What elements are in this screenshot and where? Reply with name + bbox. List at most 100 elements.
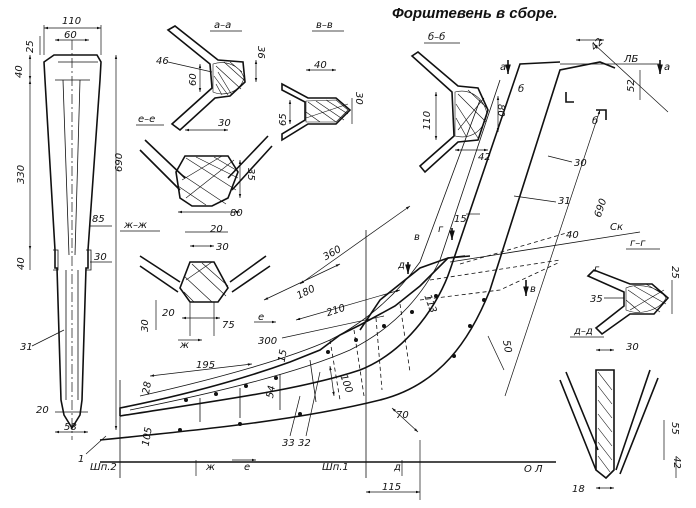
section-d-d: д–д 30 55 42 18 bbox=[559, 326, 682, 495]
marker-d-side: д bbox=[397, 260, 405, 271]
section-label-a-a: а–а bbox=[214, 20, 231, 31]
dim-42-bb: 42 bbox=[478, 152, 491, 163]
side-view: О Л Шп.2 Шп.1 б bbox=[78, 36, 670, 500]
dim-28: 28 bbox=[141, 381, 154, 395]
marker-g-side: г bbox=[438, 224, 444, 235]
dim-80-bb: 80 bbox=[495, 104, 506, 117]
dim-18: 18 bbox=[572, 484, 585, 495]
label-31-front: 31 bbox=[20, 342, 33, 353]
dim-80-ee: 80 bbox=[230, 208, 243, 219]
label-shp2: Шп.2 bbox=[90, 462, 117, 473]
section-zh-zh: ж–ж 20 30 30 20 75 ж bbox=[120, 220, 271, 351]
section-e-e-hatch bbox=[177, 155, 239, 206]
section-d-d-flanks bbox=[559, 369, 659, 475]
dim-15-top: 15 bbox=[454, 214, 467, 225]
label-1: 1 bbox=[78, 454, 84, 465]
dim-40-side: 40 bbox=[566, 230, 579, 241]
dim-35-gg: 35 bbox=[590, 294, 603, 305]
section-label-v-v: в–в bbox=[316, 20, 333, 31]
dim-58: 58 bbox=[64, 422, 77, 433]
stem-inner-lines bbox=[55, 61, 98, 81]
marker-b-top: б bbox=[518, 83, 524, 95]
section-zh-zh-body bbox=[179, 261, 229, 303]
dim-35-ee: 35 bbox=[245, 168, 256, 181]
dim-46: 46 bbox=[156, 56, 169, 67]
dim-100: 100 bbox=[337, 373, 354, 395]
dim-360: 360 bbox=[321, 244, 343, 263]
section-v-v-outline bbox=[281, 82, 352, 142]
dim-30-zh-side: 30 bbox=[140, 319, 151, 332]
marker-v-side: в bbox=[414, 232, 420, 243]
dim-40-vv: 40 bbox=[314, 60, 327, 71]
label-32: 32 bbox=[298, 438, 311, 449]
dim-30-vv: 30 bbox=[353, 92, 364, 105]
deadwood-joints bbox=[199, 359, 317, 422]
section-trace-dashed bbox=[419, 261, 561, 301]
section-label-g-g: г–г bbox=[630, 238, 646, 249]
section-d-d-hatch bbox=[597, 371, 613, 473]
stem-rabbet-line bbox=[129, 79, 501, 411]
dim-300: 300 bbox=[258, 336, 277, 347]
dim-42-top: 42 bbox=[589, 36, 606, 53]
dim-30-joint: 30 bbox=[94, 252, 107, 263]
marker-b-side: б bbox=[592, 115, 598, 127]
section-label-b-b: б–б bbox=[428, 31, 445, 43]
dim-54: 54 bbox=[265, 385, 278, 399]
section-e-e-arms bbox=[139, 135, 273, 191]
section-g-g-hatch bbox=[625, 283, 667, 313]
sk-line bbox=[449, 231, 641, 263]
marker-g-gg: г bbox=[594, 264, 600, 275]
marker-v-right: в bbox=[530, 284, 536, 295]
dim-36: 36 bbox=[255, 46, 266, 59]
dim-110: 110 bbox=[62, 16, 81, 27]
scarf-joint bbox=[53, 249, 92, 271]
marker-e-mid: е bbox=[258, 312, 264, 323]
bolt-heads bbox=[178, 294, 486, 432]
dim-85: 85 bbox=[92, 214, 105, 225]
dim-75: 75 bbox=[222, 320, 235, 331]
dim-20-zh: 20 bbox=[162, 308, 175, 319]
dim-55: 55 bbox=[669, 422, 680, 435]
dim-40-top: 40 bbox=[14, 65, 25, 78]
dim-42-dd: 42 bbox=[671, 456, 682, 469]
marker-a-left: а bbox=[500, 62, 506, 73]
dim-195: 195 bbox=[196, 360, 215, 371]
section-b-b: б–б 110 80 42 bbox=[410, 31, 506, 174]
marker-e-bottom: е bbox=[244, 462, 250, 473]
section-a-a-outline bbox=[166, 25, 246, 132]
dim-65: 65 bbox=[278, 113, 289, 126]
marker-zh-left: ж bbox=[179, 340, 189, 351]
dim-20-bottom: 20 bbox=[36, 405, 49, 416]
section-zh-zh-arms bbox=[139, 255, 271, 293]
section-label-zh-zh: ж–ж bbox=[123, 220, 147, 231]
dim-52: 52 bbox=[626, 79, 637, 92]
dim-30-dd: 30 bbox=[626, 342, 639, 353]
label-shp1: Шп.1 bbox=[322, 462, 349, 473]
section-v-v-hatch bbox=[305, 99, 349, 123]
section-g-g-outline bbox=[586, 269, 670, 336]
section-label-d-d: д–д bbox=[573, 326, 593, 337]
knee-piece bbox=[359, 255, 471, 331]
label-30-side: 30 bbox=[574, 158, 587, 169]
dim-60: 60 bbox=[64, 30, 77, 41]
dim-690-front: 690 bbox=[114, 153, 125, 172]
label-33: 33 bbox=[282, 438, 295, 449]
dim-690-side: 690 bbox=[593, 197, 609, 219]
dim-105: 105 bbox=[141, 426, 155, 447]
front-view: 110 60 25 40 330 40 690 85 30 20 58 31 bbox=[14, 16, 125, 440]
section-v-v: в–в 40 30 65 bbox=[278, 20, 364, 142]
section-g-g: г–г 25 35 г bbox=[586, 238, 680, 336]
dim-180: 180 bbox=[295, 284, 317, 302]
stem-outer-edge bbox=[99, 61, 616, 441]
marker-d-bottom: д bbox=[393, 462, 401, 473]
drawing-title: Форштевень в сборе. bbox=[392, 5, 558, 22]
marker-zh-bottom: ж bbox=[205, 462, 215, 473]
label-lb: ЛБ bbox=[623, 54, 639, 65]
dim-15-mid: 15 bbox=[277, 349, 290, 363]
dim-110-bb: 110 bbox=[422, 111, 433, 130]
section-e-e-body bbox=[175, 155, 239, 207]
dim-60-aa: 60 bbox=[188, 73, 199, 86]
dim-30-ee: 30 bbox=[218, 118, 231, 129]
